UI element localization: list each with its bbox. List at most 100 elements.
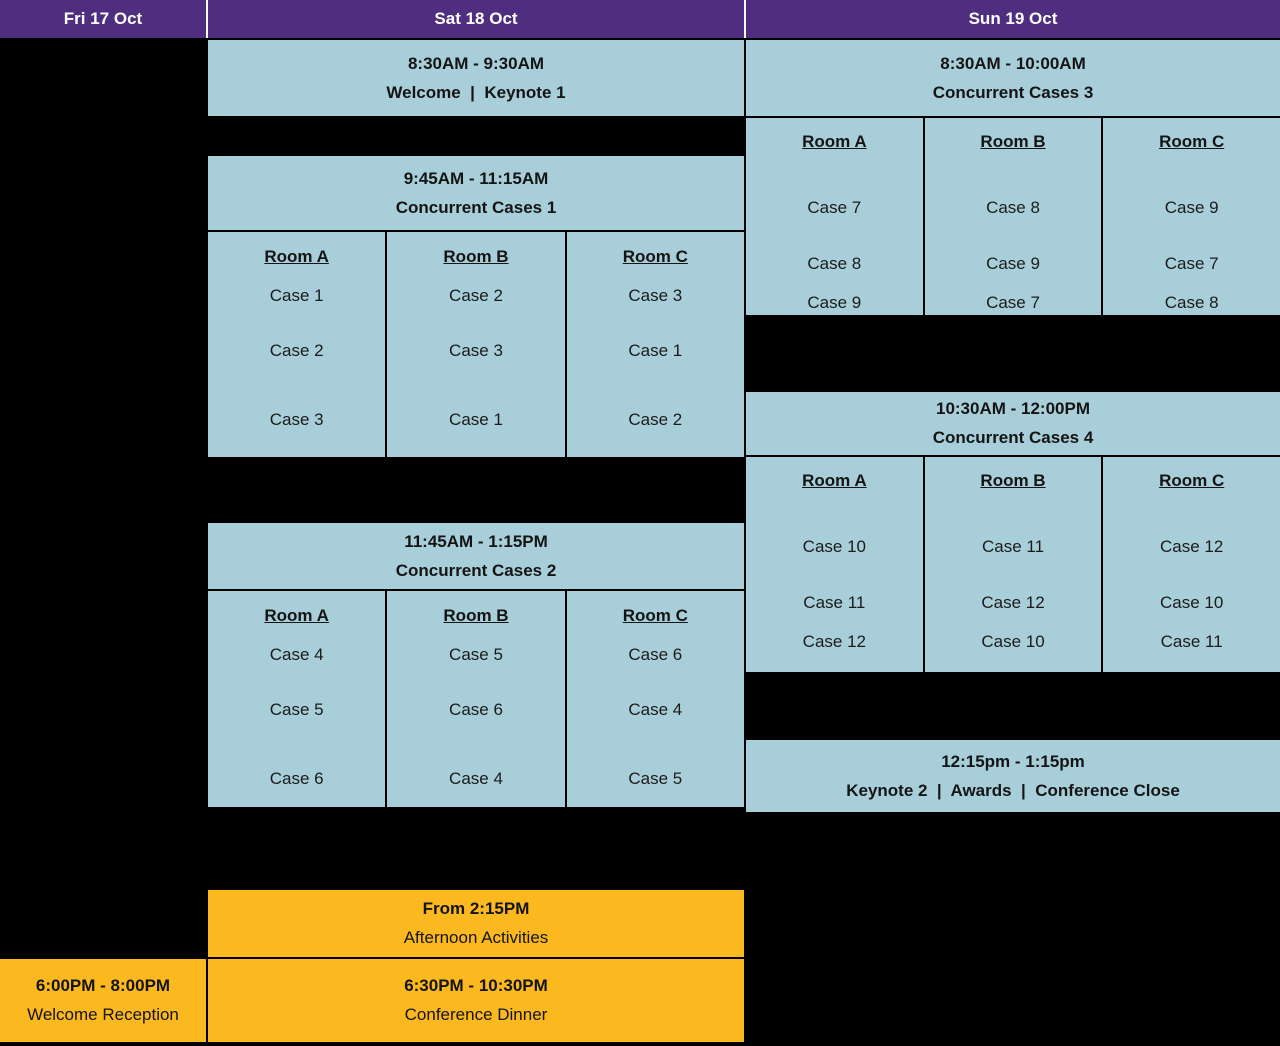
room-column-a: Room A Case 7 Case 8 Case 9 — [746, 118, 923, 315]
day-label-friday: Fri 17 Oct — [63, 9, 143, 28]
case-cell: Case 4 — [449, 769, 503, 788]
case-cell: Case 1 — [628, 341, 683, 360]
header-divider — [744, 0, 746, 38]
session-header: 8:30AM - 10:00AM Concurrent Cases 3 — [746, 40, 1280, 116]
session-time: 6:00PM - 8:00PM — [35, 976, 171, 995]
session-time: 10:30AM - 12:00PM — [935, 399, 1090, 418]
session-header: 9:45AM - 11:15AM Concurrent Cases 1 — [208, 156, 744, 230]
session-header: 8:30AM - 9:30AM Welcome | Keynote 1 — [208, 40, 744, 116]
day-label-sunday: Sun 19 Oct — [968, 9, 1058, 28]
session-welcome-keynote1: 8:30AM - 9:30AM Welcome | Keynote 1 — [208, 40, 744, 116]
room-grid: Room A Case 7 Case 8 Case 9 Room B Case … — [746, 116, 1280, 315]
case-cell: Case 12 — [802, 632, 866, 651]
session-header: From 2:15PM Afternoon Activities — [208, 890, 744, 957]
session-header: 12:15pm - 1:15pm Keynote 2 | Awards | Co… — [746, 740, 1280, 812]
room-column-a: Room A Case 4 Case 5 Case 6 — [208, 591, 385, 807]
session-name: Welcome Reception — [27, 1005, 179, 1024]
room-grid: Room A Case 1 Case 2 Case 3 Room B Case … — [208, 230, 744, 457]
session-header: 10:30AM - 12:00PM Concurrent Cases 4 — [746, 392, 1280, 455]
session-name: Conference Dinner — [404, 1005, 548, 1024]
case-cell: Case 5 — [449, 645, 503, 664]
case-cell: Case 11 — [1160, 632, 1223, 651]
session-time: 6:30PM - 10:30PM — [404, 976, 548, 995]
case-cell: Case 6 — [269, 769, 324, 788]
room-grid: Room A Case 10 Case 11 Case 12 Room B Ca… — [746, 455, 1280, 672]
case-cell: Case 3 — [449, 341, 503, 360]
room-header: Room C — [622, 247, 688, 266]
case-cell: Case 10 — [981, 632, 1045, 651]
room-header: Room B — [443, 606, 509, 625]
room-column-c: Room C Case 6 Case 4 Case 5 — [564, 591, 744, 807]
room-column-a: Room A Case 10 Case 11 Case 12 — [746, 457, 923, 672]
room-header: Room C — [622, 606, 688, 625]
case-cell: Case 4 — [269, 645, 324, 664]
session-concurrent-cases-4: 10:30AM - 12:00PM Concurrent Cases 4 Roo… — [746, 392, 1280, 672]
day-header-saturday: Sat 18 Oct — [208, 0, 744, 38]
room-column-c: Room C Case 9 Case 7 Case 8 — [1101, 118, 1280, 315]
case-cell: Case 2 — [269, 341, 324, 360]
session-name: Concurrent Cases 3 — [932, 82, 1094, 102]
case-cell: Case 8 — [986, 198, 1040, 217]
case-cell: Case 2 — [449, 286, 503, 305]
session-header: 6:30PM - 10:30PM Conference Dinner — [208, 959, 744, 1042]
case-cell: Case 9 — [1164, 198, 1219, 217]
case-cell: Case 6 — [628, 645, 683, 664]
session-time: 12:15pm - 1:15pm — [941, 751, 1085, 771]
room-header: Room B — [443, 247, 509, 266]
case-cell: Case 5 — [269, 700, 324, 719]
room-header: Room B — [980, 471, 1046, 490]
session-time: 8:30AM - 10:00AM — [940, 53, 1086, 73]
case-cell: Case 7 — [1164, 254, 1219, 273]
room-header: Room A — [264, 247, 329, 266]
case-cell: Case 7 — [986, 293, 1040, 312]
session-welcome-reception: 6:00PM - 8:00PM Welcome Reception — [0, 959, 206, 1042]
session-conference-close: 12:15pm - 1:15pm Keynote 2 | Awards | Co… — [746, 740, 1280, 812]
session-name: Concurrent Cases 1 — [395, 197, 557, 217]
room-column-b: Room B Case 2 Case 3 Case 1 — [385, 232, 564, 457]
room-column-b: Room B Case 8 Case 9 Case 7 — [922, 118, 1102, 315]
case-cell: Case 8 — [1164, 293, 1219, 312]
session-name: Concurrent Cases 4 — [932, 428, 1094, 447]
session-time: 11:45AM - 1:15PM — [404, 531, 548, 551]
case-cell: Case 11 — [803, 593, 866, 612]
day-header-friday: Fri 17 Oct — [0, 0, 206, 38]
session-header: 6:00PM - 8:00PM Welcome Reception — [0, 959, 206, 1042]
header-divider — [206, 0, 208, 38]
room-column-c: Room C Case 12 Case 10 Case 11 — [1101, 457, 1280, 672]
case-cell: Case 5 — [628, 769, 683, 788]
case-cell: Case 6 — [449, 700, 503, 719]
room-column-b: Room B Case 5 Case 6 Case 4 — [385, 591, 564, 807]
case-cell: Case 12 — [1160, 537, 1224, 556]
room-header: Room C — [1159, 132, 1225, 151]
case-cell: Case 2 — [628, 410, 683, 429]
session-header: 11:45AM - 1:15PM Concurrent Cases 2 — [208, 523, 744, 589]
room-header: Room A — [802, 132, 867, 151]
room-header: Room A — [264, 606, 329, 625]
case-cell: Case 3 — [269, 410, 324, 429]
case-cell: Case 10 — [1160, 593, 1224, 612]
case-cell: Case 9 — [986, 254, 1040, 273]
day-label-saturday: Sat 18 Oct — [434, 9, 518, 28]
room-header: Room C — [1159, 471, 1225, 490]
session-concurrent-cases-1: 9:45AM - 11:15AM Concurrent Cases 1 Room… — [208, 156, 744, 457]
case-cell: Case 11 — [981, 537, 1045, 556]
case-cell: Case 10 — [802, 537, 866, 556]
case-cell: Case 1 — [269, 286, 324, 305]
session-name: Afternoon Activities — [403, 928, 549, 947]
case-cell: Case 12 — [981, 593, 1045, 612]
session-conference-dinner: 6:30PM - 10:30PM Conference Dinner — [208, 959, 744, 1042]
session-afternoon-activities: From 2:15PM Afternoon Activities — [208, 890, 744, 957]
room-column-b: Room B Case 11 Case 12 Case 10 — [922, 457, 1102, 672]
room-column-c: Room C Case 3 Case 1 Case 2 — [564, 232, 744, 457]
day-header-sunday: Sun 19 Oct — [746, 0, 1280, 38]
case-cell: Case 1 — [449, 410, 503, 429]
room-header: Room B — [980, 132, 1046, 151]
session-name: Concurrent Cases 2 — [395, 560, 557, 580]
session-name: Welcome | Keynote 1 — [386, 82, 566, 102]
session-time: From 2:15PM — [422, 899, 530, 918]
case-cell: Case 7 — [807, 198, 862, 217]
case-cell: Case 4 — [628, 700, 683, 719]
room-column-a: Room A Case 1 Case 2 Case 3 — [208, 232, 385, 457]
case-cell: Case 3 — [628, 286, 683, 305]
